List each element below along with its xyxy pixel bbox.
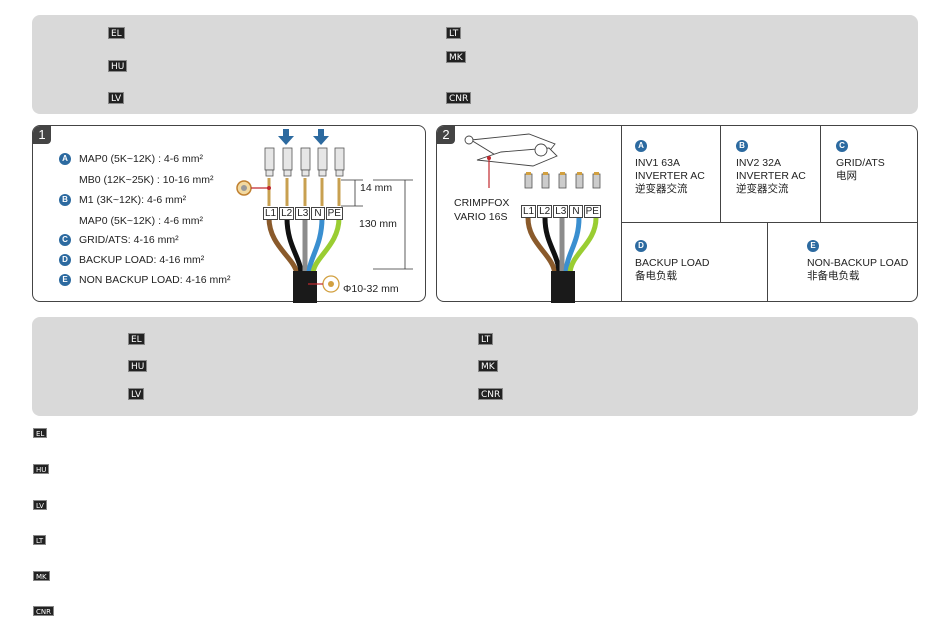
diameter-label: Φ10-32 mm (343, 283, 399, 295)
table-cell-c: C GRID/ATS 电网 (836, 139, 885, 183)
mid-language-box: EL HU LV LT MK CNR (32, 317, 918, 416)
crimp-tool-icon (464, 133, 558, 167)
wire-label-l3: L3 (295, 207, 311, 220)
badge-b-icon: B (736, 140, 748, 152)
badge-b-icon: B (59, 194, 71, 206)
panel-number: 1 (33, 126, 51, 144)
crimp-diagram (464, 133, 601, 303)
lang-tag-mk: MK (33, 571, 50, 581)
cell-line: 逆变器交流 (635, 183, 688, 195)
badge-c-icon: C (836, 140, 848, 152)
spec-line: MB0 (12K~25K) : 10-16 mm² (79, 174, 214, 186)
panel-cable-spec: 1 A MAP0 (5K~12K) : 4-6 mm² MB0 (12K~25K)… (32, 125, 426, 303)
spec-text: M1 (3K~12K): 4-6 mm² (79, 194, 187, 206)
badge-d-icon: D (59, 254, 71, 266)
lang-tag-lv: LV (33, 500, 47, 510)
lang-tag-mk: MK (446, 51, 466, 63)
table-cell-e: E NON-BACKUP LOAD 非备电负载 (807, 239, 908, 283)
cell-line: BACKUP LOAD (635, 257, 710, 269)
lang-tag-lv: LV (108, 92, 125, 104)
cell-line: 备电负载 (635, 270, 677, 282)
badge-a-icon: A (635, 140, 647, 152)
wire-label-l1: L1 (263, 207, 279, 220)
strip-length-label: 14 mm (360, 182, 393, 194)
cell-line: GRID/ATS (836, 157, 885, 169)
cell-line: 非备电负载 (807, 270, 860, 282)
panel-crimp-table: 2 L1 L2 L3 N PE CRIMP (436, 125, 918, 303)
lang-tag-hu: HU (33, 464, 50, 474)
lang-tag-hu: HU (128, 360, 148, 372)
lang-tag-el: EL (128, 333, 145, 345)
spec-text: NON BACKUP LOAD: 4-16 mm² (79, 274, 231, 286)
table-cell-a: A INV1 63A INVERTER AC 逆变器交流 (635, 139, 705, 196)
badge-e-icon: E (59, 274, 71, 286)
ferrule-icon (264, 147, 345, 177)
lang-tag-el: EL (33, 428, 48, 438)
cable-length-label: 130 mm (359, 218, 397, 230)
wire-label-pe: PE (583, 205, 601, 218)
lang-tag-cnr: CNR (446, 92, 472, 104)
spec-text: BACKUP LOAD: 4-16 mm² (79, 254, 205, 266)
lang-tag-lt: LT (446, 27, 462, 39)
cable-jacket (293, 271, 317, 303)
cable-jacket (551, 271, 575, 303)
spec-line: C GRID/ATS: 4-16 mm² (59, 234, 179, 246)
lang-tag-mk: MK (478, 360, 498, 372)
wire-label-l2: L2 (537, 205, 553, 218)
spec-text: GRID/ATS: 4-16 mm² (79, 234, 179, 246)
cell-line: INV2 32A (736, 157, 781, 169)
cell-line: 逆变器交流 (736, 183, 789, 195)
spec-text: MAP0 (5K~12K) : 4-6 mm² (79, 153, 203, 165)
spec-line: A MAP0 (5K~12K) : 4-6 mm² (59, 153, 203, 165)
lang-tag-el: EL (108, 27, 125, 39)
table-cell-b: B INV2 32A INVERTER AC 逆变器交流 (736, 139, 806, 196)
badge-a-icon: A (59, 153, 71, 165)
tool-label-1: CRIMPFOX (454, 197, 510, 209)
wire-label-l3: L3 (553, 205, 569, 218)
badge-e-icon: E (807, 240, 819, 252)
table-divider (767, 222, 768, 302)
tool-label-2: VARIO 16S (454, 211, 508, 223)
cell-line: INV1 63A (635, 157, 680, 169)
lang-tag-lt: LT (33, 535, 47, 545)
spec-text: MAP0 (5K~12K) : 4-6 mm² (79, 215, 203, 227)
table-divider (820, 126, 821, 222)
badge-c-icon: C (59, 234, 71, 246)
lang-tag-cnr: CNR (478, 388, 504, 400)
lang-tag-hu: HU (108, 60, 128, 72)
table-cell-d: D BACKUP LOAD 备电负载 (635, 239, 710, 283)
cell-line: NON-BACKUP LOAD (807, 257, 909, 269)
lang-tag-cnr: CNR (33, 606, 54, 616)
cell-line: 电网 (836, 170, 857, 182)
spec-line: B M1 (3K~12K): 4-6 mm² (59, 194, 186, 206)
spec-line: E NON BACKUP LOAD: 4-16 mm² (59, 274, 231, 286)
top-language-box: EL HU LV LT MK CNR (32, 15, 918, 114)
insert-arrow-icon (278, 129, 329, 145)
cell-line: INVERTER AC (635, 170, 705, 182)
table-divider (621, 126, 622, 302)
table-divider (720, 126, 721, 222)
spec-text: MB0 (12K~25K) : 10-16 mm² (79, 174, 214, 186)
wire-label-pe: PE (325, 207, 343, 220)
wire-label-l2: L2 (279, 207, 295, 220)
cable-diagram-1 (236, 129, 413, 303)
wire-label-n: N (311, 207, 325, 220)
cell-line: INVERTER AC (736, 170, 806, 182)
wire-label-l1: L1 (521, 205, 537, 218)
lang-tag-lt: LT (478, 333, 494, 345)
panel-number: 2 (437, 126, 455, 144)
spec-line: MAP0 (5K~12K) : 4-6 mm² (79, 215, 203, 227)
wire-label-n: N (569, 205, 583, 218)
spec-line: D BACKUP LOAD: 4-16 mm² (59, 254, 204, 266)
lang-tag-lv: LV (128, 388, 145, 400)
badge-d-icon: D (635, 240, 647, 252)
table-divider (621, 222, 918, 223)
